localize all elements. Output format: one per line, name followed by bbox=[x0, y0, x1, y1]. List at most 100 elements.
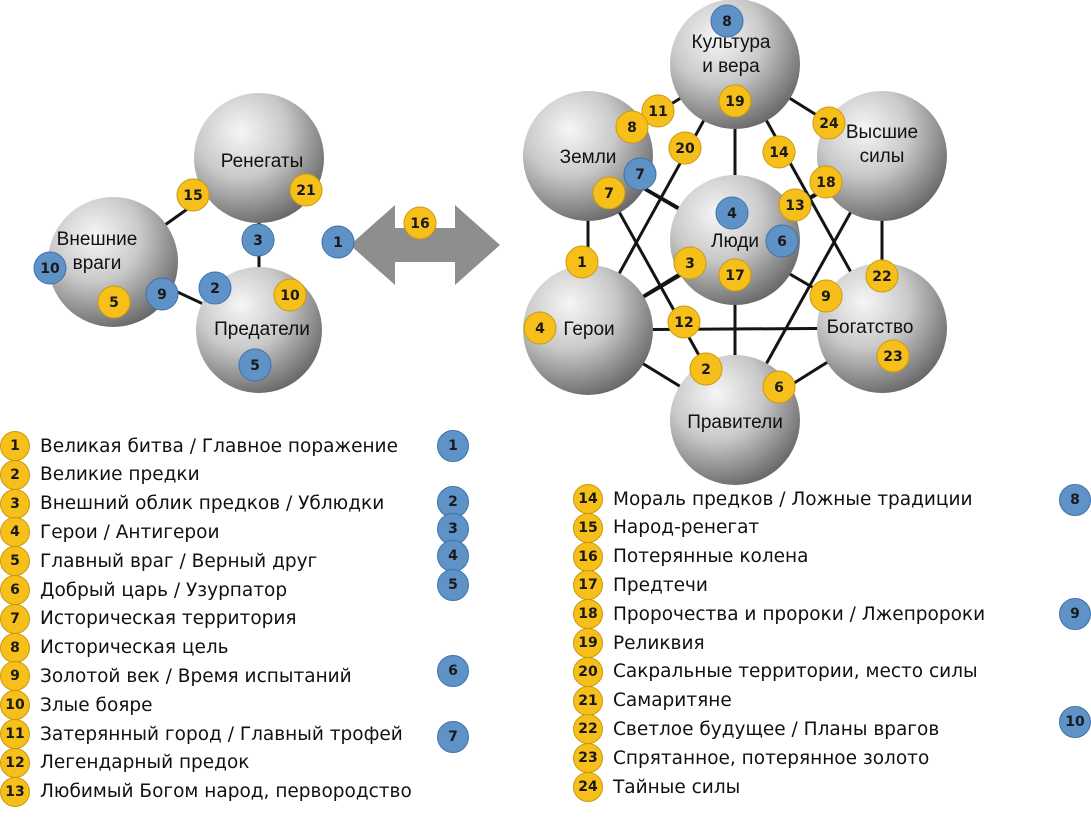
legend-item: 19 Реликвия bbox=[573, 628, 705, 658]
legend-text: Реликвия bbox=[613, 632, 705, 654]
badge-circle bbox=[403, 206, 437, 240]
legend-item: 2 Великие предки bbox=[0, 459, 200, 490]
sphere-label: Богатство bbox=[827, 317, 914, 338]
badge-circle bbox=[718, 84, 752, 118]
yellow-number-badge: 12 bbox=[0, 747, 30, 778]
legend-text: Пророчества и пророки / Лжепророки bbox=[613, 603, 986, 625]
yellow-number-badge: 13 bbox=[778, 188, 812, 222]
blue-number-badge: 9 bbox=[1059, 598, 1091, 630]
badge-circle bbox=[615, 110, 649, 144]
badge-circle bbox=[241, 223, 275, 257]
blue-number-badge: 1 bbox=[437, 430, 469, 462]
yellow-number-badge: 5 bbox=[0, 546, 30, 577]
legend-text: Великая битва / Главное поражение bbox=[40, 435, 398, 457]
yellow-number-badge: 7 bbox=[0, 603, 30, 634]
badge-number: 17 bbox=[725, 268, 744, 284]
legend-text: Главный враг / Верный друг bbox=[40, 550, 318, 572]
badge-number: 21 bbox=[296, 183, 315, 199]
blue-number-badge: 10 bbox=[1059, 706, 1091, 738]
yellow-number-badge: 19 bbox=[573, 628, 603, 658]
sphere-label: враги bbox=[73, 253, 122, 274]
legend-text: Народ-ренегат bbox=[613, 517, 760, 539]
badge-number: 18 bbox=[816, 175, 835, 191]
blue-number-badge: 2 bbox=[198, 271, 232, 305]
blue-number-badge: 1 bbox=[321, 225, 355, 259]
yellow-number-badge: 23 bbox=[573, 743, 603, 774]
sphere-label: Правители bbox=[687, 412, 783, 433]
sphere-label: Герои bbox=[563, 319, 614, 340]
badge-circle bbox=[176, 178, 210, 212]
badge-circle bbox=[876, 339, 910, 373]
blue-number-badge: 9 bbox=[145, 277, 179, 311]
yellow-number-badge: 2 bbox=[0, 459, 30, 490]
yellow-number-badge: 19 bbox=[718, 84, 752, 118]
yellow-number-badge: 13 bbox=[0, 776, 30, 807]
blue-number-badge: 6 bbox=[437, 655, 469, 687]
legend-text: Мораль предков / Ложные традиции bbox=[613, 488, 973, 510]
legend-item: 12 Легендарный предок bbox=[0, 747, 250, 778]
badge-circle bbox=[715, 196, 749, 230]
badge-circle bbox=[33, 251, 67, 285]
legend-text: Золотой век / Время испытаний bbox=[40, 665, 352, 687]
badge-circle bbox=[321, 225, 355, 259]
yellow-number-badge: 10 bbox=[273, 278, 307, 312]
badge-circle bbox=[762, 370, 796, 404]
badge-number: 23 bbox=[883, 349, 902, 365]
sphere-label: силы bbox=[860, 146, 905, 167]
yellow-number-badge: 23 bbox=[876, 339, 910, 373]
legend-text: Светлое будущее / Планы врагов bbox=[613, 718, 940, 740]
badge-circle bbox=[198, 271, 232, 305]
yellow-number-badge: 11 bbox=[641, 94, 675, 128]
yellow-number-badge: 18 bbox=[809, 165, 843, 199]
badge-number: 20 bbox=[675, 141, 695, 157]
badge-circle bbox=[145, 277, 179, 311]
badge-number: 4 bbox=[535, 321, 545, 337]
badge-circle bbox=[765, 224, 799, 258]
badge-number: 8 bbox=[722, 14, 732, 30]
sphere-shape bbox=[817, 263, 947, 393]
legend-text: Предтечи bbox=[613, 574, 708, 596]
legend-text: Легендарный предок bbox=[40, 752, 250, 774]
badge-number: 10 bbox=[40, 261, 60, 277]
legend-text: Любимый Богом народ, первородство bbox=[40, 781, 412, 803]
yellow-number-badge: 11 bbox=[0, 719, 30, 749]
yellow-number-badge: 3 bbox=[0, 488, 30, 519]
yellow-number-badge: 6 bbox=[762, 370, 796, 404]
yellow-number-badge: 21 bbox=[573, 685, 603, 716]
badge-number: 5 bbox=[109, 295, 119, 311]
yellow-number-badge: 15 bbox=[176, 178, 210, 212]
badge-circle bbox=[673, 246, 707, 280]
blue-number-badge: 7 bbox=[437, 721, 469, 753]
legend-text: Тайные силы bbox=[613, 776, 741, 798]
blue-number-badge: 4 bbox=[715, 196, 749, 230]
yellow-number-badge: 2 bbox=[689, 352, 723, 386]
yellow-number-badge: 21 bbox=[289, 173, 323, 207]
badge-circle bbox=[668, 131, 702, 165]
badge-number: 6 bbox=[777, 234, 787, 250]
blue-number-badge: 3 bbox=[241, 223, 275, 257]
badge-circle bbox=[710, 4, 744, 38]
yellow-number-badge: 18 bbox=[573, 599, 603, 630]
badge-circle bbox=[809, 279, 843, 313]
legend-text: Великие предки bbox=[40, 464, 200, 486]
yellow-number-badge: 5 bbox=[97, 285, 131, 319]
yellow-number-badge: 24 bbox=[573, 772, 603, 802]
legend-text: Историческая цель bbox=[40, 637, 229, 659]
sphere-shape bbox=[817, 91, 947, 221]
sphere-heroes: Герои bbox=[523, 265, 653, 395]
sphere-label: Предатели bbox=[214, 319, 310, 340]
yellow-number-badge: 8 bbox=[0, 632, 30, 663]
